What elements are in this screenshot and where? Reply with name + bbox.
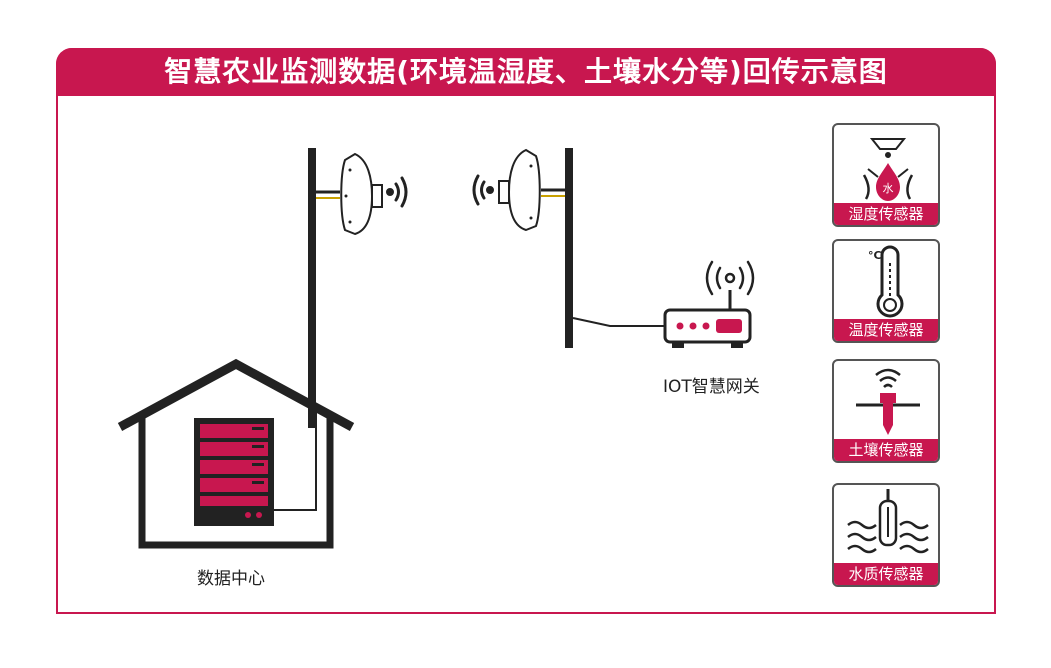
cable-left [274,410,317,511]
cpe-antenna-left-icon [316,152,383,236]
sensor-water-label: 水质传感器 [834,563,938,585]
temperature-unit: °C [868,249,882,262]
signal-waves-right-icon [386,176,408,208]
sensor-soil-label: 土壤传感器 [834,439,938,461]
cable-right [572,317,665,327]
humidity-badge: 水 [883,182,894,195]
gateway-label: IOT智慧网关 [663,377,760,397]
signal-waves-left-icon [472,174,494,206]
server-rack-icon [194,418,274,526]
water-probe-icon [847,489,929,554]
sensor-humidity: 水 湿度传感器 [832,123,940,227]
sensor-temperature-label: 温度传感器 [834,319,938,341]
sensor-humidity-label: 湿度传感器 [834,203,938,225]
thermometer-icon: °C [868,245,904,318]
pole-right [565,148,573,348]
humidity-icon: 水 [862,138,914,201]
sensor-temperature: °C 温度传感器 [832,239,940,343]
sensor-soil: 土壤传感器 [832,359,940,463]
soil-probe-icon [856,368,920,435]
cpe-antenna-right-icon [498,148,565,232]
iot-gateway-icon [663,260,755,348]
sensor-water: 水质传感器 [832,483,940,587]
data-center-label: 数据中心 [197,569,265,589]
pole-left [308,148,316,428]
diagram-title: 智慧农业监测数据(环境温湿度、土壤水分等)回传示意图 [56,48,996,96]
